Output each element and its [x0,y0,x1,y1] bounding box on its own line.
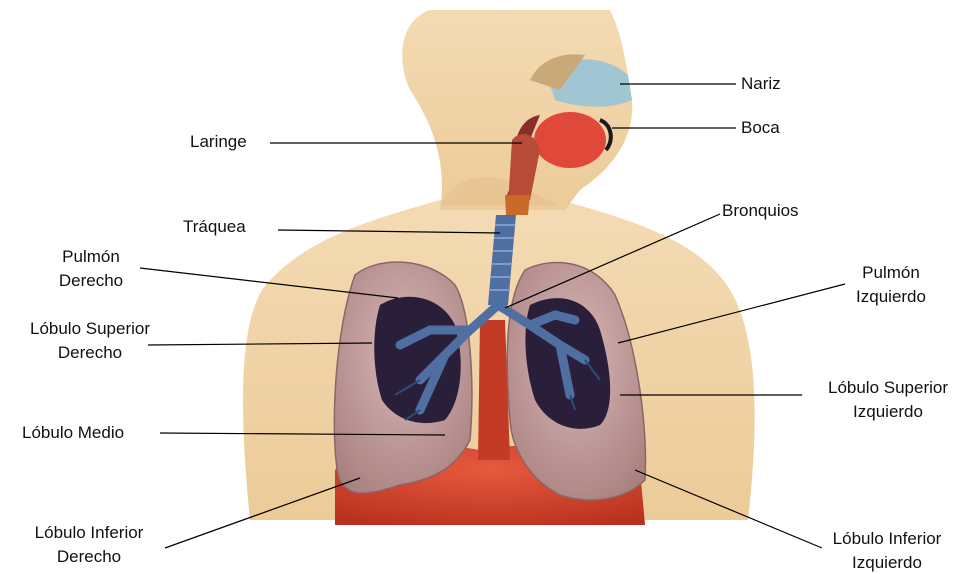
label-boca: Boca [741,116,780,140]
label-pulmon-izquierdo: Pulmón Izquierdo [836,261,946,309]
label-bronquios: Bronquios [722,199,799,223]
label-lobulo-superior-derecho: Lóbulo Superior Derecho [10,317,170,365]
right-lung-dark [374,297,460,423]
label-lobulo-inferior-izquierdo: Lóbulo Inferior Izquierdo [812,527,962,574]
label-nariz: Nariz [741,72,781,96]
label-traquea: Tráquea [183,215,246,239]
mouth-tongue [534,112,606,168]
label-lobulo-medio: Lóbulo Medio [22,421,124,445]
label-pulmon-derecho: Pulmón Derecho [46,245,136,293]
label-lobulo-superior-izquierdo: Lóbulo Superior Izquierdo [808,376,968,424]
label-laringe: Laringe [190,130,247,154]
label-lobulo-inferior-derecho: Lóbulo Inferior Derecho [14,521,164,569]
